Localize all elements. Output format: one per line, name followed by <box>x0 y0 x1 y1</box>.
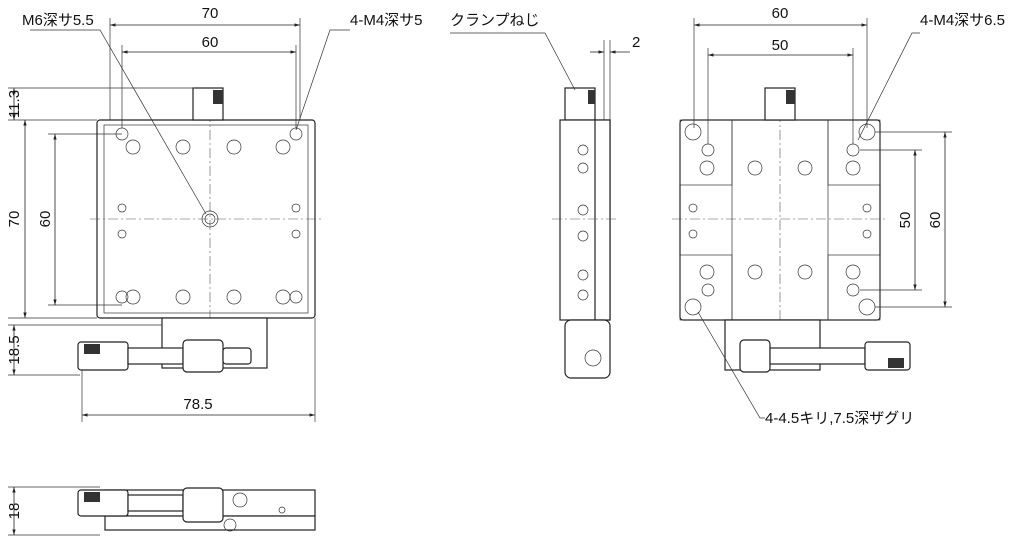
dim-height-outer: 70 <box>6 211 23 228</box>
dim-knob-depth: 18.5 <box>6 335 23 364</box>
dim-height: 18 <box>6 503 23 520</box>
dim-height-inner: 50 <box>897 212 914 229</box>
label-m4: 4-M4深サ6.5 <box>920 12 1005 29</box>
top-view: 70 60 M6深サ5.5 4-M4深サ5 11.3 70 60 18.5 78… <box>6 5 423 422</box>
dim-total-width: 78.5 <box>183 396 212 413</box>
middle-side-view: クランプねじ 2 <box>450 12 640 379</box>
dim-width-outer: 70 <box>202 5 219 22</box>
label-clamp-screw: クランプねじ <box>450 12 540 29</box>
dim-height-outer: 60 <box>927 212 944 229</box>
dim-width-outer: 60 <box>772 5 789 22</box>
dim-width-inner: 50 <box>772 37 789 54</box>
bottom-side-view: 18 <box>6 486 316 536</box>
label-holes: 4-4.5キリ,7.5深ザグリ <box>765 410 914 427</box>
dim-height-inner: 60 <box>37 211 54 228</box>
right-view: 60 50 4-M4深サ6.5 50 60 4-4.5キリ,7.5深ザグリ <box>672 5 1005 427</box>
label-m6: M6深サ5.5 <box>22 12 94 29</box>
dim-width-inner: 60 <box>202 34 219 51</box>
label-m4: 4-M4深サ5 <box>350 12 423 29</box>
dim-gap: 2 <box>632 34 640 51</box>
dim-clamp-offset: 11.3 <box>6 90 23 118</box>
